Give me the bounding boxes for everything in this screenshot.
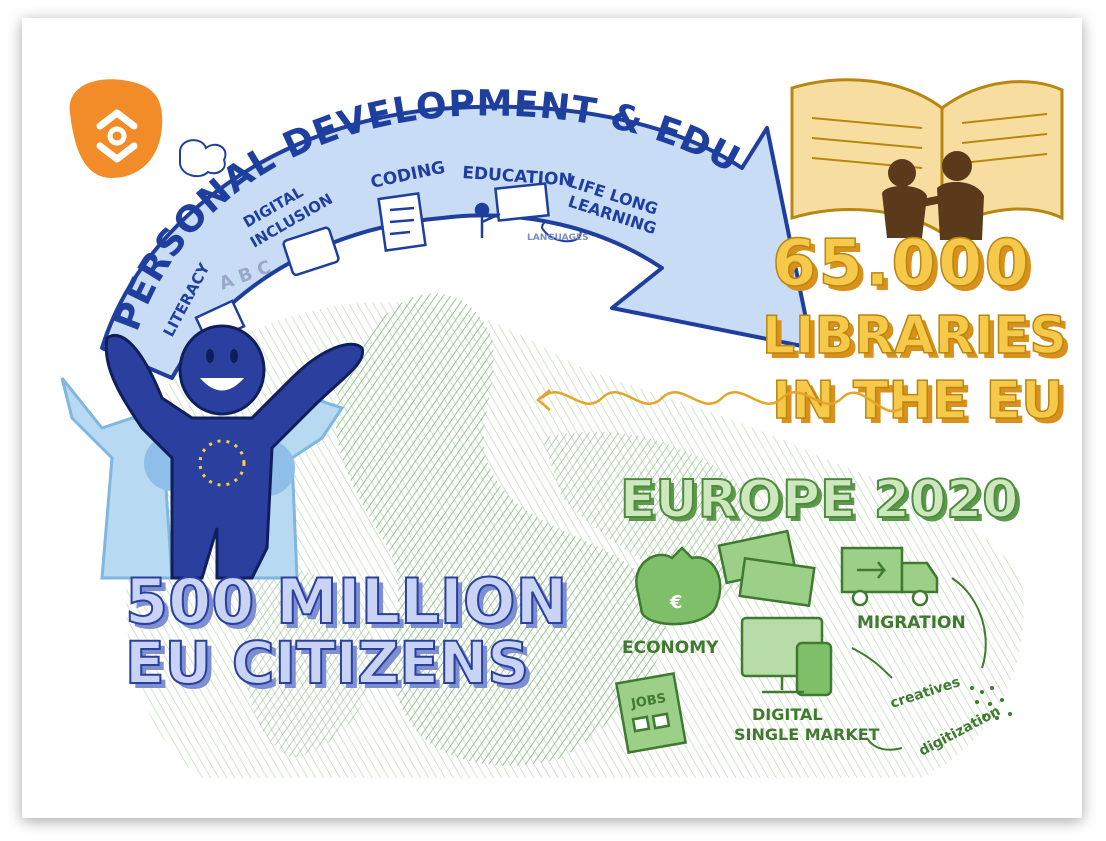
migration-label: MIGRATION — [857, 613, 966, 633]
libraries-count-shadow: 65.000 — [777, 232, 1036, 306]
infographic: PERSONAL DEVELOPMENT & EDUCATION LITERAC… — [22, 18, 1082, 818]
banknotes-icon — [717, 529, 816, 608]
squiggle-arrow-icon — [536, 389, 551, 411]
citizen-figure — [104, 324, 365, 580]
citizens-stat: 500 MILLION 500 MILLION EU CITIZENS EU C… — [124, 564, 572, 702]
dsm-label-1: DIGITAL — [752, 705, 823, 724]
jobs-label: JOBS — [629, 691, 667, 712]
economy-label: ECONOMY — [622, 638, 719, 658]
truck-icon — [840, 546, 939, 607]
infographic-canvas: PERSONAL DEVELOPMENT & EDUCATION LITERAC… — [22, 18, 1072, 778]
teacher-board-icon — [474, 182, 550, 238]
cycle-arrows — [851, 577, 987, 751]
squiggle-line — [541, 391, 903, 413]
libraries-region-shadow: IN THE EU — [777, 376, 1068, 436]
citizens-label-shadow: EU CITIZENS — [130, 634, 534, 702]
binary-dots-icon — [970, 686, 1012, 720]
money-bag-icon: € — [635, 546, 722, 626]
jobs-icon — [614, 672, 688, 754]
libraries-stat: 65.000 65.000 LIBRARIES LIBRARIES IN THE… — [761, 226, 1072, 436]
computer-icon — [282, 226, 340, 277]
monitor-tablet-icon — [740, 616, 833, 697]
readers-icon — [882, 151, 984, 240]
logo-icon — [69, 79, 163, 178]
europe2020-title-shadow: EUROPE 2020 — [624, 474, 1022, 534]
europe2020-title: EUROPE 2020 EUROPE 2020 — [619, 469, 1022, 534]
dsm-label-2: SINGLE MARKET — [734, 725, 880, 744]
citizens-count: 500 MILLION — [125, 565, 567, 638]
euro-symbol: € — [669, 592, 683, 613]
code-sheet-icon — [377, 192, 427, 252]
topic-languages: LANGUAGES — [527, 233, 589, 243]
citizens-count-shadow: 500 MILLION — [130, 570, 572, 643]
citizens-label: EU CITIZENS — [125, 629, 529, 697]
europe2020-title-text: EUROPE 2020 — [620, 470, 1018, 530]
libraries-label-shadow: LIBRARIES — [767, 311, 1072, 371]
open-book-icon — [790, 78, 1064, 235]
libraries-label: LIBRARIES — [762, 306, 1067, 366]
libraries-count: 65.000 — [772, 227, 1031, 301]
